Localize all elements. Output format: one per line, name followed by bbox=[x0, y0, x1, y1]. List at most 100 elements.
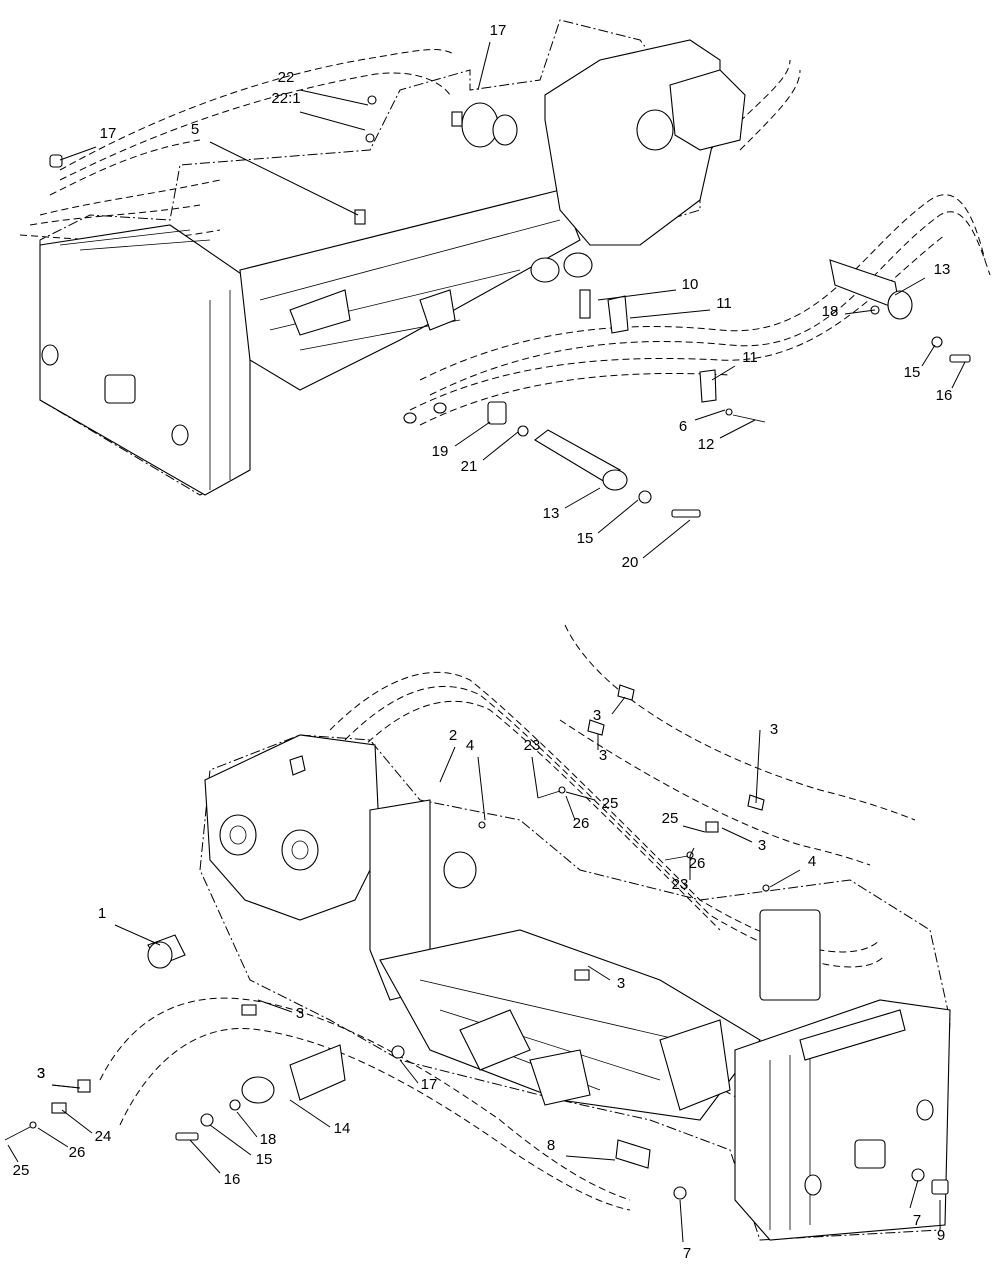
callout-16: 16 bbox=[936, 387, 953, 404]
callout-leader bbox=[629, 309, 711, 319]
callout-15: 15 bbox=[256, 1151, 273, 1168]
callout-leader bbox=[565, 791, 596, 801]
callout-17: 17 bbox=[421, 1076, 438, 1093]
callout-3: 3 bbox=[599, 747, 607, 764]
callout-leader bbox=[921, 344, 936, 367]
callout-25: 25 bbox=[13, 1162, 30, 1179]
callout-leader bbox=[477, 756, 486, 821]
callout-24: 24 bbox=[95, 1128, 112, 1145]
callout-25: 25 bbox=[602, 795, 619, 812]
callout-14: 14 bbox=[334, 1120, 351, 1137]
callout-26: 26 bbox=[573, 815, 590, 832]
callout-leader bbox=[236, 1111, 258, 1138]
callout-leader bbox=[844, 309, 876, 315]
callout-leader bbox=[289, 1099, 331, 1128]
lower-gearbox bbox=[204, 734, 381, 921]
lower-hardware bbox=[4, 684, 949, 1200]
callout-26: 26 bbox=[689, 855, 706, 872]
callout-leader bbox=[299, 89, 369, 106]
callout-18: 18 bbox=[822, 303, 839, 320]
callout-leader bbox=[769, 869, 801, 888]
callout-22-1: 22:1 bbox=[271, 90, 300, 107]
callout-15: 15 bbox=[904, 364, 921, 381]
callout-leader bbox=[439, 746, 456, 783]
callout-23: 23 bbox=[524, 737, 541, 754]
callout-leader bbox=[454, 421, 491, 447]
upper-weight-block bbox=[39, 224, 251, 496]
callout-3: 3 bbox=[770, 721, 778, 738]
callout-3: 3 bbox=[593, 707, 601, 724]
callout-3: 3 bbox=[296, 1005, 304, 1022]
upper-hardware bbox=[49, 95, 971, 518]
callout-15: 15 bbox=[577, 530, 594, 547]
callout-8: 8 bbox=[547, 1137, 555, 1154]
callout-3: 3 bbox=[758, 837, 766, 854]
callout-leader bbox=[531, 756, 539, 799]
callout-leader bbox=[564, 487, 601, 509]
callout-leader bbox=[694, 409, 726, 421]
callout-22: 22 bbox=[278, 69, 295, 86]
callout-10: 10 bbox=[682, 276, 699, 293]
callout-18: 18 bbox=[260, 1131, 277, 1148]
callout-4: 4 bbox=[466, 737, 474, 754]
callout-17: 17 bbox=[100, 125, 117, 142]
callout-leader bbox=[209, 141, 359, 216]
callout-leader bbox=[894, 277, 926, 296]
callout-3: 3 bbox=[37, 1065, 45, 1082]
lower-boom-beam bbox=[379, 929, 761, 1121]
callout-9: 9 bbox=[937, 1227, 945, 1244]
lower-hoses bbox=[99, 624, 916, 1211]
callout-leader bbox=[189, 1139, 221, 1174]
callout-leader bbox=[755, 729, 761, 804]
callout-leader bbox=[477, 41, 491, 91]
callout-13: 13 bbox=[934, 261, 951, 278]
callout-17: 17 bbox=[490, 22, 507, 39]
callout-leader bbox=[611, 696, 626, 715]
callout-7: 7 bbox=[683, 1245, 691, 1262]
callout-23: 23 bbox=[672, 876, 689, 893]
callout-leader bbox=[642, 519, 691, 559]
callout-12: 12 bbox=[698, 436, 715, 453]
callout-11: 11 bbox=[742, 349, 758, 366]
callout-leader bbox=[114, 924, 161, 946]
callout-11: 11 bbox=[716, 295, 732, 312]
callout-7: 7 bbox=[913, 1212, 921, 1229]
callout-leader bbox=[689, 847, 695, 857]
callout-16: 16 bbox=[224, 1171, 241, 1188]
callout-13: 13 bbox=[543, 505, 560, 522]
callout-leader bbox=[299, 111, 366, 131]
callout-2: 2 bbox=[449, 727, 457, 744]
callout-3: 3 bbox=[37, 1065, 45, 1082]
callout-21: 21 bbox=[461, 458, 478, 475]
callout-26: 26 bbox=[69, 1144, 86, 1161]
callout-leader bbox=[37, 1127, 69, 1148]
callout-20: 20 bbox=[622, 554, 639, 571]
callout-leader bbox=[257, 999, 293, 1013]
callout-leader bbox=[51, 1084, 81, 1089]
callout-19: 19 bbox=[432, 443, 449, 460]
callout-6: 6 bbox=[679, 418, 687, 435]
callout-leader bbox=[909, 1179, 919, 1209]
callout-3: 3 bbox=[617, 975, 625, 992]
callout-1: 1 bbox=[98, 905, 106, 922]
callout-4: 4 bbox=[808, 853, 816, 870]
callout-5: 5 bbox=[191, 121, 199, 138]
callout-leader bbox=[721, 827, 753, 843]
callout-leader bbox=[679, 1199, 684, 1243]
callout-leader bbox=[711, 365, 736, 381]
callout-leader bbox=[719, 419, 756, 439]
callout-leader bbox=[565, 795, 576, 821]
upper-boom-beam bbox=[239, 189, 581, 391]
callout-leader bbox=[565, 1155, 616, 1161]
callout-leader bbox=[597, 499, 639, 534]
callout-25: 25 bbox=[662, 810, 679, 827]
upper-exploded-view bbox=[19, 19, 991, 518]
upper-valve-block bbox=[669, 69, 746, 151]
callout-leader bbox=[209, 1124, 252, 1156]
lower-weight-block bbox=[734, 999, 951, 1241]
callout-leader bbox=[482, 431, 519, 461]
lower-frame bbox=[199, 734, 951, 1241]
callout-leader bbox=[682, 825, 706, 833]
callout-leader bbox=[399, 1059, 419, 1084]
